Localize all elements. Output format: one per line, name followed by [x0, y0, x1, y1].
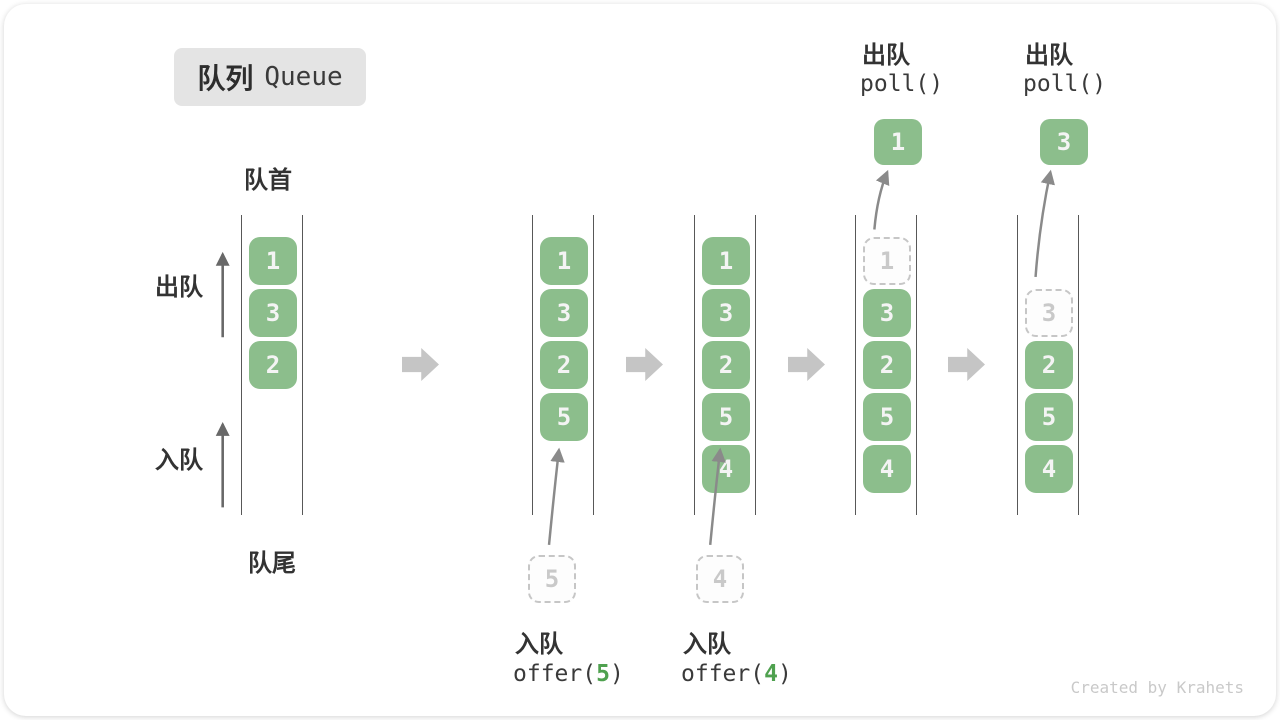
enqueue-op-code: offer(5) [513, 661, 624, 687]
queue-cell: 1 [702, 237, 750, 285]
queue-cell-ghost: 3 [1025, 289, 1073, 337]
dequeue-op-label: 出队 [862, 42, 910, 69]
queue-cell: 4 [1025, 445, 1073, 493]
queue-cell: 3 [863, 289, 911, 337]
queue-cell: 3 [702, 289, 750, 337]
transition-arrow-icon [626, 348, 663, 381]
offer-arg: 5 [596, 661, 610, 687]
queue-state-2: 1 3 2 5 [532, 215, 594, 515]
enqueue-side-label: 入队 [155, 447, 203, 474]
transition-arrow-icon [402, 348, 439, 381]
queue-cell: 4 [702, 445, 750, 493]
poll-result-box: 3 [1040, 119, 1088, 165]
dequeue-op-label: 出队 [1025, 42, 1073, 69]
queue-rear-label: 队尾 [248, 550, 296, 577]
dequeue-side-label: 出队 [155, 274, 203, 301]
enqueue-op-label: 入队 [683, 631, 731, 658]
diagram-panel: 队列 Queue 队首 队尾 出队 入队 1 3 2 1 3 2 5 1 3 2… [4, 4, 1276, 716]
queue-cell: 1 [249, 237, 297, 285]
title-zh: 队列 [197, 63, 254, 94]
enqueue-op-code: offer(4) [681, 661, 792, 687]
queue-cell: 3 [540, 289, 588, 337]
queue-cell: 2 [249, 341, 297, 389]
title-badge: 队列 Queue [174, 48, 366, 106]
queue-cell: 2 [540, 341, 588, 389]
poll-result-box: 1 [874, 119, 922, 165]
queue-cell: 2 [863, 341, 911, 389]
enqueue-op-label: 入队 [515, 631, 563, 658]
queue-cell: 5 [702, 393, 750, 441]
watermark: Created by Krahets [1070, 678, 1244, 697]
queue-cell: 1 [540, 237, 588, 285]
queue-cell: 5 [1025, 393, 1073, 441]
queue-cell: 3 [249, 289, 297, 337]
pending-element-box: 5 [528, 555, 576, 603]
transition-arrow-icon [788, 348, 825, 381]
queue-cell: 4 [863, 445, 911, 493]
queue-cell-ghost: 1 [863, 237, 911, 285]
queue-state-4: 1 3 2 5 4 [855, 215, 917, 515]
transition-arrow-icon [948, 348, 985, 381]
offer-arg: 4 [764, 661, 778, 687]
queue-cell: 5 [540, 393, 588, 441]
pending-element-box: 4 [696, 555, 744, 603]
title-en: Queue [264, 62, 343, 92]
queue-state-1: 1 3 2 [241, 215, 303, 515]
dequeue-op-code: poll() [860, 71, 944, 97]
queue-state-5: 3 2 5 4 [1017, 215, 1079, 515]
dequeue-op-code: poll() [1023, 71, 1107, 97]
queue-cell: 2 [702, 341, 750, 389]
queue-front-label: 队首 [244, 167, 292, 194]
queue-cell: 2 [1025, 341, 1073, 389]
queue-cell: 5 [863, 393, 911, 441]
queue-state-3: 1 3 2 5 4 [694, 215, 756, 515]
